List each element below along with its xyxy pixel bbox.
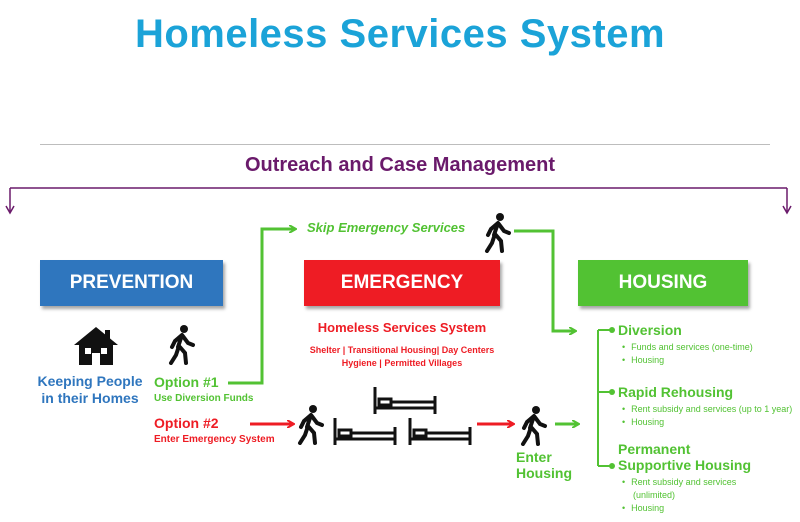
housing-bullet: Housing bbox=[622, 417, 664, 427]
walking-person-icon bbox=[485, 213, 511, 253]
housing-item-title-line1: Permanent bbox=[618, 441, 691, 457]
housing-item-title: Rapid Rehousing bbox=[618, 384, 734, 400]
housing-item-diversion: Diversion Funds and services (one-time) … bbox=[618, 322, 798, 367]
option1-subtitle: Use Diversion Funds bbox=[154, 393, 254, 404]
walking-person-icon bbox=[298, 405, 324, 445]
housing-bullet: Housing bbox=[622, 503, 664, 513]
page-title: Homeless Services System bbox=[134, 12, 666, 56]
prevention-box: PREVENTION bbox=[40, 260, 223, 306]
enter-housing-line1: Enter bbox=[516, 449, 552, 465]
walking-person-icon bbox=[169, 325, 195, 365]
option1-title: Option #1 bbox=[154, 374, 219, 390]
divider-line bbox=[40, 144, 770, 145]
housing-item-permanent-supportive: Permanent Supportive Housing Rent subsid… bbox=[618, 441, 798, 515]
walking-person-icon bbox=[521, 406, 547, 446]
enter-housing-line2: Housing bbox=[516, 465, 572, 481]
bed-icon bbox=[408, 418, 472, 445]
prevention-caption-line1: Keeping People bbox=[37, 373, 143, 389]
housing-item-title-line2: Supportive Housing bbox=[618, 457, 751, 473]
outreach-label: Outreach and Case Management bbox=[244, 154, 556, 176]
skip-path-arrow bbox=[228, 229, 575, 385]
bed-icon bbox=[333, 418, 397, 445]
bed-icon bbox=[373, 387, 437, 414]
housing-box: HOUSING bbox=[578, 260, 748, 306]
housing-bullet: Rent subsidy and services (up to 1 year) bbox=[622, 404, 792, 414]
emergency-subtitle: Homeless Services System bbox=[317, 320, 487, 335]
option2-subtitle: Enter Emergency System bbox=[154, 434, 275, 445]
enter-housing-label: Enter Housing bbox=[516, 449, 572, 481]
housing-item-title: Diversion bbox=[618, 322, 682, 338]
emergency-services-line2: Hygiene | Permitted Villages bbox=[341, 358, 463, 368]
house-icon bbox=[74, 327, 118, 365]
housing-bullet: Housing bbox=[622, 355, 664, 365]
housing-bullet: Rent subsidy and services bbox=[622, 477, 736, 487]
emergency-services: Shelter | Transitional Housing| Day Cent… bbox=[284, 344, 520, 370]
housing-bullet: Funds and services (one-time) bbox=[622, 342, 753, 352]
emergency-services-line1: Shelter | Transitional Housing| Day Cent… bbox=[309, 345, 495, 355]
housing-bullet-continuation: (unlimited) bbox=[633, 490, 676, 500]
option2-title: Option #2 bbox=[154, 415, 219, 431]
prevention-caption: Keeping People in their Homes bbox=[30, 373, 150, 407]
housing-item-rapid-rehousing: Rapid Rehousing Rent subsidy and service… bbox=[618, 384, 800, 429]
outreach-bracket bbox=[5, 187, 792, 215]
skip-emergency-label: Skip Emergency Services bbox=[307, 220, 466, 235]
prevention-caption-line2: in their Homes bbox=[41, 390, 139, 406]
emergency-box: EMERGENCY bbox=[304, 260, 500, 306]
housing-list-bracket bbox=[597, 329, 612, 467]
